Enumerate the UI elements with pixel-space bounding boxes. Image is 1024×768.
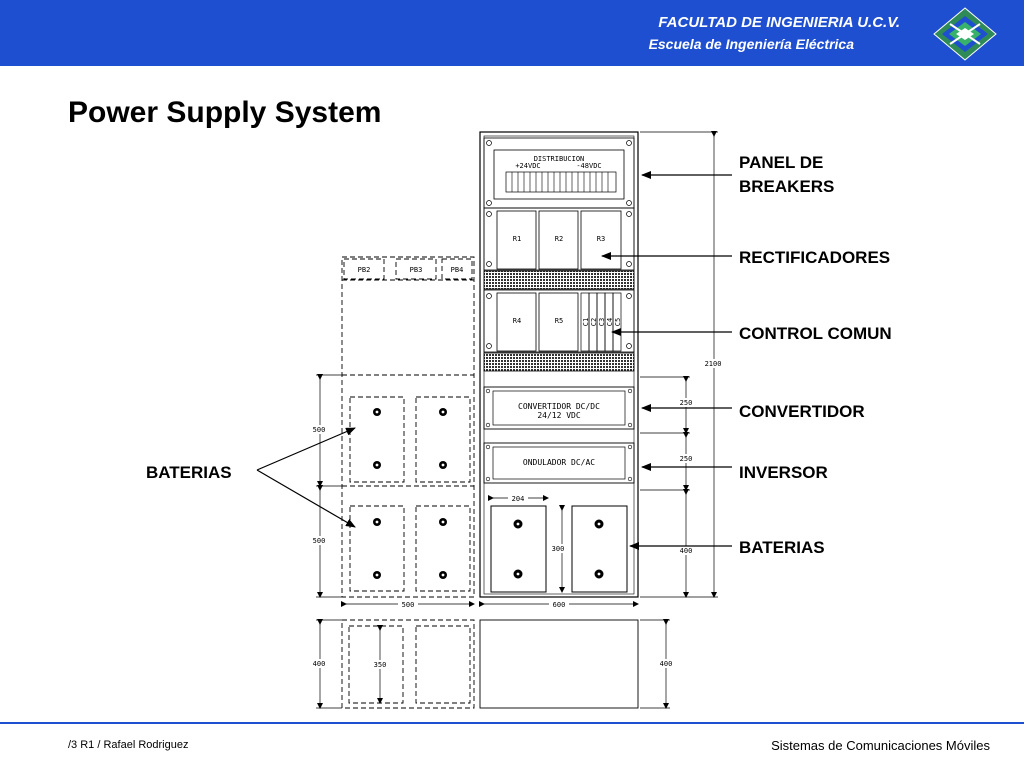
dim-mask <box>309 659 329 668</box>
battery-unit <box>490 505 547 593</box>
inverter-text: ONDULADOR DC/AC <box>523 458 595 467</box>
dim-mask <box>549 600 569 609</box>
dim-mask <box>676 454 696 463</box>
battery-terminals <box>513 519 604 579</box>
pb-label: PB3 <box>410 266 423 274</box>
rectifier-label: R4 <box>513 317 521 325</box>
pb-label: PB2 <box>358 266 371 274</box>
breaker-panel <box>483 137 635 209</box>
ucv-engineering-logo-icon <box>933 7 997 61</box>
dim-mask <box>656 659 676 668</box>
dim-mask <box>398 600 418 609</box>
rectifier-label: R5 <box>555 317 563 325</box>
label-rectificadores: RECTIFICADORES <box>739 248 890 267</box>
control-label: C5 <box>614 318 622 326</box>
dim-left-width: 500 <box>402 601 415 609</box>
school-name: Escuela de Ingeniería Eléctrica <box>648 36 854 52</box>
converter-text: CONVERTIDOR DC/DC <box>518 402 600 411</box>
main-cabinet <box>479 131 639 598</box>
battery-unit <box>571 505 628 593</box>
dim-mask <box>309 536 329 545</box>
dim-mask <box>508 494 528 503</box>
dim-mask <box>676 546 696 555</box>
dim-inverter-height: 250 <box>680 455 693 463</box>
control-label: C1 <box>582 318 590 326</box>
label-inversor: INVERSOR <box>739 463 828 482</box>
faculty-name: FACULTAD DE INGENIERIA U.C.V. <box>658 14 900 31</box>
dim-mask <box>703 359 723 368</box>
cabinet-base <box>479 619 639 709</box>
label-panel-line2: BREAKERS <box>739 177 834 196</box>
label-convertidor: CONVERTIDOR <box>739 402 865 421</box>
dimension-lines <box>316 131 718 709</box>
dim-mask <box>676 398 696 407</box>
label-baterias-right: BATERIAS <box>739 538 825 557</box>
dim-battery-width: 204 <box>512 495 525 503</box>
dim-base-inner: 350 <box>374 661 387 669</box>
rectifier-label: R2 <box>555 235 563 243</box>
inverter-module <box>483 442 635 484</box>
v24-label: +24VDC <box>515 162 540 170</box>
control-label: C4 <box>606 318 614 326</box>
callout-arrows <box>256 171 732 550</box>
dim-right-width: 600 <box>553 601 566 609</box>
dim-left-upper: 500 <box>313 426 326 434</box>
dim-base-right: 400 <box>660 660 673 668</box>
footer-course: Sistemas de Comunicaciones Móviles <box>771 738 990 753</box>
footer-author: /3 R1 / Rafael Rodriguez <box>68 739 189 751</box>
converter-voltage-text: 24/12 VDC <box>537 411 581 420</box>
control-label: C3 <box>598 318 606 326</box>
label-panel-line1: PANEL DE <box>739 153 823 172</box>
rectifier-label: R3 <box>597 235 605 243</box>
dim-mask <box>370 660 390 669</box>
converter-module <box>483 386 635 430</box>
distribucion-label: DISTRIBUCION <box>534 155 585 163</box>
left-battery-rack <box>341 256 475 709</box>
dim-mask <box>309 425 329 434</box>
pb-label: PB4 <box>451 266 464 274</box>
v48-label: -48VDC <box>576 162 601 170</box>
rectifier-label: R1 <box>513 235 521 243</box>
label-control-comun: CONTROL COMUN <box>739 324 892 343</box>
dim-total-height: 2100 <box>705 360 722 368</box>
header-bar: FACULTAD DE INGENIERIA U.C.V. Escuela de… <box>0 0 1024 66</box>
dim-battery-depth: 300 <box>552 545 565 553</box>
control-label: C2 <box>590 318 598 326</box>
dim-base-left: 400 <box>313 660 326 668</box>
dim-left-lower: 500 <box>313 537 326 545</box>
dim-converter-height: 250 <box>680 399 693 407</box>
label-baterias-left: BATERIAS <box>146 463 232 482</box>
footer-divider <box>0 722 1024 724</box>
ventilation-grill <box>483 270 635 290</box>
dim-mask <box>549 544 569 553</box>
rack-terminals <box>373 408 447 579</box>
page-title: Power Supply System <box>68 96 382 129</box>
ventilation-grill <box>483 352 635 372</box>
dim-battery-height: 400 <box>680 547 693 555</box>
